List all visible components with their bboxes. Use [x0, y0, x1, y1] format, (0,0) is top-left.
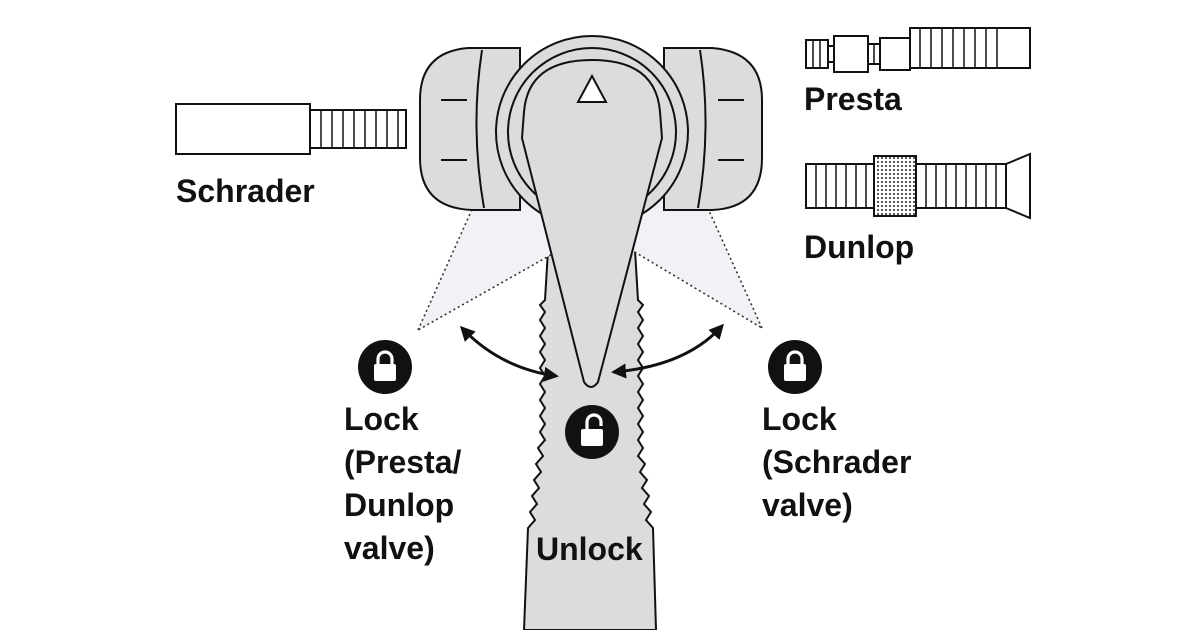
dunlop-valve-drawing: [805, 152, 1031, 220]
lock-right-line-1: Lock: [762, 401, 837, 437]
pump-head-right-wing: [663, 47, 763, 211]
presta-valve-drawing: [805, 27, 1031, 73]
dunlop-label: Dunlop: [804, 229, 915, 265]
lock-left-line-1: Lock: [344, 401, 419, 437]
lock-right-line-2: (Schrader: [762, 444, 912, 480]
presta-label: Presta: [804, 81, 902, 117]
lock-icon: [768, 340, 822, 394]
lock-left-line-2: (Presta/: [344, 444, 462, 480]
unlock-icon: [565, 405, 619, 459]
schrader-valve-drawing: [175, 103, 407, 155]
unlock-label: Unlock: [536, 531, 643, 567]
lock-right-line-3: valve): [762, 487, 853, 523]
lock-icon: [358, 340, 412, 394]
arrow-right: [611, 323, 725, 379]
lock-presta-dunlop-label: Lock (Presta/ Dunlop valve): [344, 398, 461, 570]
pump-head-left-wing: [419, 47, 521, 211]
lock-left-line-3: Dunlop: [344, 487, 455, 523]
arrow-left: [459, 325, 559, 382]
lock-left-line-4: valve): [344, 530, 435, 566]
schrader-label: Schrader: [176, 173, 315, 209]
pump-lever: [520, 58, 664, 388]
triangle-mark-icon: [576, 73, 608, 103]
lock-schrader-label: Lock (Schrader valve): [762, 398, 911, 527]
